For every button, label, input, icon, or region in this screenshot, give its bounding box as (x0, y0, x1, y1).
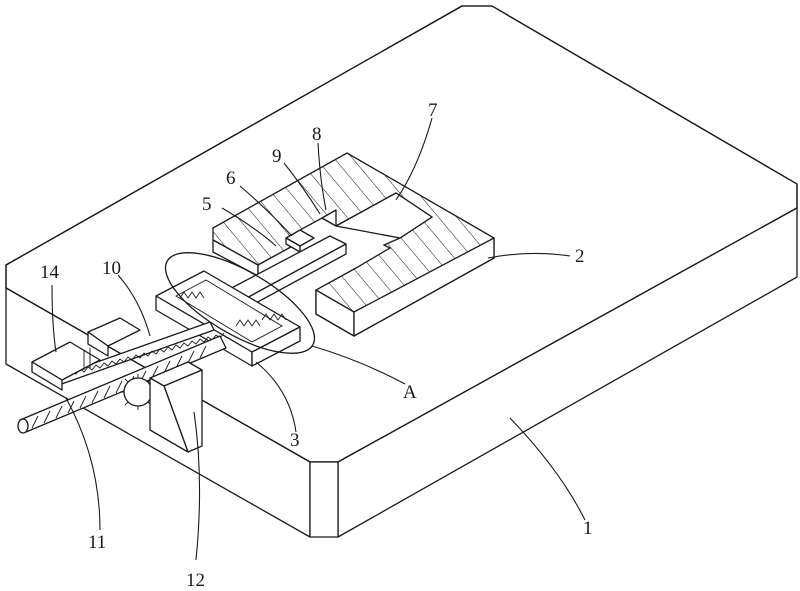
label-1: 1 (583, 518, 593, 539)
label-a: A (403, 382, 417, 403)
label-11: 11 (88, 532, 106, 553)
label-14: 14 (40, 262, 60, 283)
label-3: 3 (290, 430, 300, 451)
label-7: 7 (428, 100, 438, 121)
label-9: 9 (272, 146, 282, 167)
label-8: 8 (312, 124, 322, 145)
label-5: 5 (202, 194, 212, 215)
label-12: 12 (186, 570, 205, 591)
label-10: 10 (102, 258, 121, 279)
label-6: 6 (226, 168, 236, 189)
label-2: 2 (575, 246, 585, 267)
